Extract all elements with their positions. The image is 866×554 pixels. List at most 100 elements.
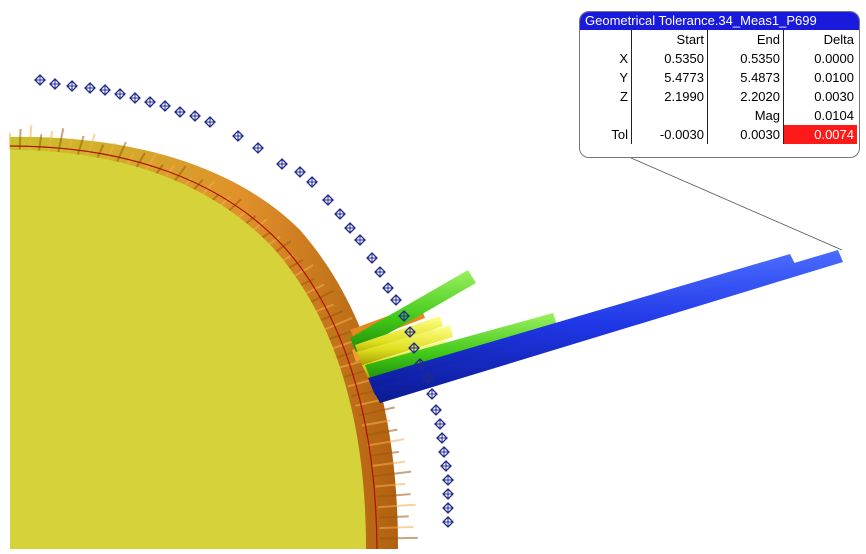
row-start: -0.0030 [631,125,708,144]
crossed-diamond-icon [408,342,420,354]
crossed-diamond-icon [159,100,171,112]
rim-streak [376,493,411,498]
crossed-diamond-icon [334,208,346,220]
row-delta: 0.0100 [814,70,854,85]
crossed-diamond-icon [49,78,61,90]
crossed-diamond-icon [442,488,454,500]
tolerance-delta-cell: 0.0074 [783,125,857,144]
label-leader-line [630,157,843,251]
row-delta: 0.0104 [814,108,854,123]
crossed-diamond-icon [436,432,448,444]
header-cell: Delta [823,32,854,47]
row-delta: 0.0000 [814,51,854,66]
crossed-diamond-icon [34,74,46,86]
table-header-row: Start End Delta [580,30,857,49]
crossed-diamond-icon [398,310,410,322]
crossed-diamond-icon [430,404,442,416]
row-end: 0.0030 [707,125,784,144]
table-row: Tol -0.0030 0.0030 0.0074 [580,125,857,144]
crossed-diamond-icon [344,222,356,234]
row-start: 2.1990 [631,87,708,106]
rim-streak [378,515,409,519]
crossed-diamond-icon [390,294,402,306]
crossed-diamond-icon [276,158,288,170]
table-row: Z 2.1990 2.2020 0.0030 [580,87,857,106]
label-title: Geometrical Tolerance.34_Meas1_P699 [580,12,859,30]
crossed-diamond-icon [434,418,446,430]
row-end: 0.5350 [707,49,784,68]
table-row: Y 5.4773 5.4873 0.0100 [580,68,857,87]
rim-streak [361,419,391,427]
whisker-blue [372,250,843,403]
row-end: Mag [707,106,784,125]
crossed-diamond-icon [129,92,141,104]
crossed-diamond-icon [442,502,454,514]
crossed-diamond-icon [232,130,244,142]
rim-streak [57,128,65,154]
row-name: Tol [580,125,632,144]
rim-streak [367,438,405,447]
crossed-diamond-icon [84,82,96,94]
crossed-diamond-icon [66,80,78,92]
whisker-green [350,270,476,352]
crossed-diamond-icon [404,326,416,338]
crossed-diamond-icon [442,516,454,528]
crossed-diamond-icon [366,252,378,264]
tolerance-label[interactable]: Geometrical Tolerance.34_Meas1_P699 Star… [579,11,860,158]
row-name: Z [580,87,632,106]
row-end: 5.4873 [707,68,784,87]
table-row: Mag 0.0104 [580,106,857,125]
row-name: Y [580,68,632,87]
surface-edge [9,145,378,550]
row-start [631,106,708,125]
row-name [580,106,632,125]
nominal-surface [10,150,366,549]
row-start: 5.4773 [631,68,708,87]
crossed-diamond-icon [422,372,434,384]
crossed-diamond-icon [442,474,454,486]
crossed-diamond-icon [382,282,394,294]
crossed-diamond-icon [354,234,366,246]
rim-streak [319,316,353,333]
rim-streak [379,526,414,530]
measured-points [34,74,454,528]
label-table: Start End Delta X 0.5350 0.5350 0.0000 Y… [580,30,857,144]
rim-streak [76,135,85,157]
rim-streak [47,130,54,152]
crossed-diamond-icon [426,388,438,400]
crossed-diamond-icon [114,88,126,100]
crossed-diamond-icon [174,106,186,118]
row-start: 0.5350 [631,49,708,68]
crossed-diamond-icon [204,116,216,128]
crossed-diamond-icon [438,446,450,458]
rim-streak [379,536,418,540]
crossed-diamond-icon [440,460,452,472]
header-cell: End [707,30,784,49]
crossed-diamond-icon [306,176,318,188]
rim-streak [375,482,406,488]
table-row: X 0.5350 0.5350 0.0000 [580,49,857,68]
rim-streak [38,134,43,151]
rim-streak [369,450,400,457]
crossed-diamond-icon [414,358,426,370]
rim-streak [373,470,412,478]
row-name: X [580,49,632,68]
crossed-diamond-icon [294,166,306,178]
rim-streak [325,330,352,342]
rim-streak [371,460,406,467]
rim-streak [358,406,395,417]
header-cell: Start [631,30,708,49]
crossed-diamond-icon [99,84,111,96]
deviation-whiskers [350,250,843,403]
crossed-diamond-icon [374,266,386,278]
rim-streak [377,503,416,509]
crossed-diamond-icon [144,96,156,108]
rim-streak [85,133,96,159]
crossed-diamond-icon [189,110,201,122]
row-delta: 0.0030 [814,89,854,104]
whisker-yellow [357,325,453,365]
crossed-diamond-icon [322,194,334,206]
rim-streak [66,137,74,155]
